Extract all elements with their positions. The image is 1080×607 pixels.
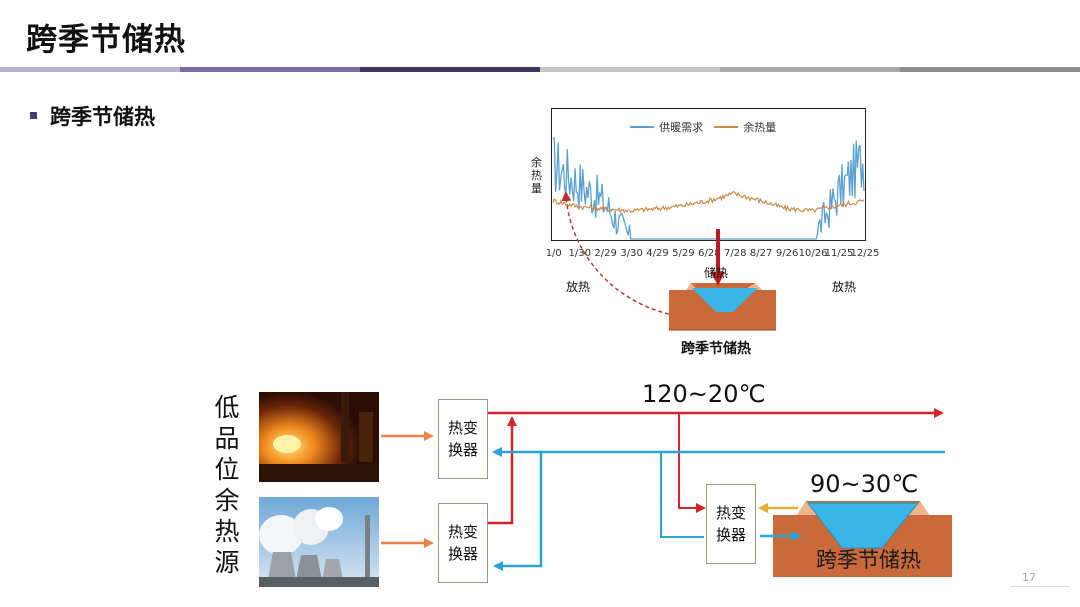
storage-temperature: 90~30℃	[810, 470, 918, 498]
hot-branch-storage	[679, 413, 704, 508]
heat-exchanger-top: 热变换器	[438, 399, 488, 479]
charge-label: 储热	[704, 264, 728, 281]
heat-exchanger-storage: 热变换器	[706, 484, 756, 564]
small-storage-label: 跨季节储热	[681, 338, 751, 358]
cold-branch-storage	[661, 452, 704, 537]
hot-riser	[488, 418, 512, 523]
legend-demand-swatch	[630, 122, 654, 132]
heat-source-label: 低品位余热源	[210, 392, 244, 578]
power-plant-photo	[259, 497, 379, 587]
legend-waste-swatch	[714, 122, 738, 132]
discharge-label-left: 放热	[566, 278, 590, 295]
footer-line	[1010, 586, 1070, 587]
legend-waste: 余热量	[743, 121, 776, 134]
furnace-photo	[259, 392, 379, 482]
heat-exchanger-bottom: 热变换器	[438, 503, 488, 583]
legend-demand: 供暖需求	[659, 121, 703, 134]
small-storage-icon	[669, 283, 776, 330]
page-number: 17	[1022, 571, 1036, 584]
storage-label: 跨季节储热	[816, 544, 921, 574]
cold-drop	[495, 452, 541, 566]
discharge-dashed-arrow	[566, 196, 669, 314]
discharge-label-right: 放热	[832, 278, 856, 295]
chart-legend: 供暖需求 余热量	[630, 116, 776, 135]
supply-temperature: 120~20℃	[642, 380, 765, 408]
